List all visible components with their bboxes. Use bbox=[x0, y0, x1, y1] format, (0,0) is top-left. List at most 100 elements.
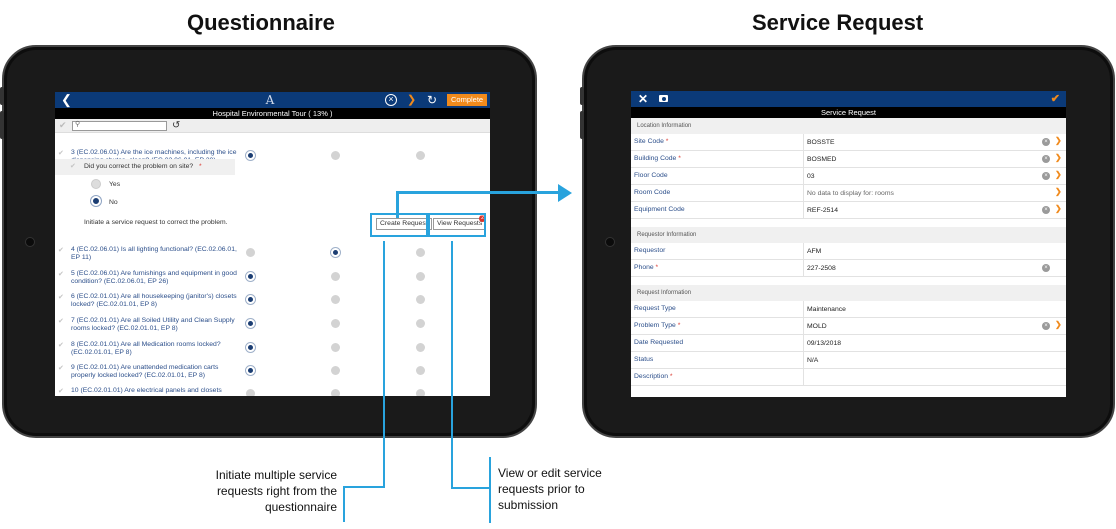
question-text: 10 (EC.02.01.01) Are electrical panels a… bbox=[71, 387, 222, 394]
form-field[interactable]: Problem Type *MOLD×❯ bbox=[631, 318, 1066, 335]
chevron-right-icon[interactable]: ❯ bbox=[1055, 187, 1062, 196]
field-label-text: Equipment Code bbox=[634, 206, 685, 213]
field-label: Floor Code bbox=[634, 172, 668, 179]
field-divider bbox=[803, 301, 804, 318]
radio-yes[interactable] bbox=[91, 179, 101, 189]
clear-icon[interactable]: × bbox=[1042, 322, 1050, 330]
form-field[interactable]: Description * bbox=[631, 369, 1066, 386]
field-value[interactable]: MOLD bbox=[807, 323, 827, 330]
clear-icon[interactable]: × bbox=[1042, 172, 1050, 180]
answer-radio[interactable] bbox=[331, 295, 340, 304]
chevron-down-icon[interactable]: ❯ bbox=[407, 94, 417, 106]
answer-radio[interactable] bbox=[331, 389, 340, 396]
radio-no[interactable] bbox=[91, 196, 101, 206]
form-field[interactable]: Floor Code 03 × ❯ bbox=[631, 168, 1066, 185]
camera-dot bbox=[25, 237, 35, 247]
field-label: Phone * bbox=[634, 264, 658, 271]
field-value[interactable]: BOSMED bbox=[807, 156, 837, 163]
connector-line bbox=[451, 487, 491, 489]
field-value[interactable]: No data to display for: rooms bbox=[807, 190, 894, 197]
form-field[interactable]: Site Code *BOSSTE×❯ bbox=[631, 134, 1066, 151]
form-field[interactable]: Building Code *BOSMED×❯ bbox=[631, 151, 1066, 168]
history-icon[interactable]: ↺ bbox=[172, 120, 181, 131]
answer-radio[interactable] bbox=[246, 295, 255, 304]
section-title: Requestor Information bbox=[637, 232, 697, 238]
answer-radio[interactable] bbox=[246, 366, 255, 375]
section-title: Request Information bbox=[637, 290, 692, 296]
field-value[interactable]: N/A bbox=[807, 357, 819, 364]
question-row: ✔5 (EC.02.06.01) Are furnishings and equ… bbox=[55, 269, 490, 291]
answer-radio[interactable] bbox=[331, 248, 340, 257]
refresh-icon[interactable]: ↻ bbox=[427, 93, 438, 107]
chevron-right-icon[interactable]: ❯ bbox=[1055, 320, 1062, 329]
clear-icon[interactable]: × bbox=[1042, 264, 1050, 272]
chevron-right-icon[interactable]: ❯ bbox=[1055, 136, 1062, 145]
answer-radio[interactable] bbox=[246, 389, 255, 396]
clear-icon[interactable]: × bbox=[1042, 138, 1050, 146]
answer-radio[interactable] bbox=[416, 343, 425, 352]
chevron-right-icon[interactable]: ❯ bbox=[1055, 170, 1062, 179]
answer-radio[interactable] bbox=[416, 366, 425, 375]
field-divider bbox=[803, 185, 804, 202]
checkmark-icon[interactable]: ✔ bbox=[1050, 93, 1060, 105]
connector-line bbox=[343, 486, 385, 488]
create-request-button[interactable]: Create Request bbox=[376, 218, 432, 230]
section-header: Location Information bbox=[631, 118, 1066, 134]
answer-radio[interactable] bbox=[416, 151, 425, 160]
complete-button[interactable]: Complete bbox=[447, 94, 488, 106]
answer-radio[interactable] bbox=[416, 389, 425, 396]
followup-question-row: ✔ Did you correct the problem on site? * bbox=[55, 159, 235, 175]
answer-radio[interactable] bbox=[246, 343, 255, 352]
answer-radio[interactable] bbox=[246, 319, 255, 328]
view-requests-highlight bbox=[428, 213, 486, 237]
back-icon[interactable]: ❮ bbox=[61, 92, 72, 107]
answer-radio[interactable] bbox=[246, 248, 255, 257]
field-label-text: Request Type bbox=[634, 305, 676, 312]
option-yes-label: Yes bbox=[109, 181, 121, 188]
requests-count-badge: 2 bbox=[479, 215, 486, 222]
answer-radio[interactable] bbox=[416, 295, 425, 304]
chevron-right-icon[interactable]: ❯ bbox=[1055, 153, 1062, 162]
tablet-right: ✕ ✔ Service Request Location Information… bbox=[580, 45, 1115, 438]
clear-icon[interactable]: × bbox=[1042, 155, 1050, 163]
questionnaire-screen: ❮ A × ❯ ↻ Complete Hospital Environmenta… bbox=[55, 92, 490, 396]
check-icon: ✔ bbox=[58, 388, 64, 395]
form-field[interactable]: Request Type Maintenance bbox=[631, 301, 1066, 318]
field-value[interactable]: BOSSTE bbox=[807, 139, 835, 146]
field-value[interactable]: 03 bbox=[807, 173, 815, 180]
field-value[interactable]: AFM bbox=[807, 248, 822, 255]
form-field[interactable]: Phone * 227-2508 × bbox=[631, 260, 1066, 277]
field-value[interactable]: 09/13/2018 bbox=[807, 340, 842, 347]
answer-radio[interactable] bbox=[331, 272, 340, 281]
chevron-right-icon[interactable]: ❯ bbox=[1055, 204, 1062, 213]
answer-radio[interactable] bbox=[331, 366, 340, 375]
answer-radio[interactable] bbox=[416, 272, 425, 281]
side-button bbox=[0, 87, 4, 105]
form-field[interactable]: Equipment Code REF-2514 × ❯ bbox=[631, 202, 1066, 219]
answer-radio[interactable] bbox=[246, 151, 255, 160]
field-label: Equipment Code bbox=[634, 206, 685, 213]
answer-radio[interactable] bbox=[331, 343, 340, 352]
field-label-text: Phone bbox=[634, 264, 654, 271]
answer-radio[interactable] bbox=[331, 319, 340, 328]
cancel-icon[interactable]: × bbox=[385, 94, 397, 106]
field-value[interactable]: Maintenance bbox=[807, 306, 846, 313]
answer-radio[interactable] bbox=[416, 319, 425, 328]
answer-radio[interactable] bbox=[331, 151, 340, 160]
answer-radio[interactable] bbox=[416, 248, 425, 257]
close-icon[interactable]: ✕ bbox=[638, 92, 649, 106]
search-input[interactable]: ⚲ bbox=[72, 121, 167, 131]
search-icon: ⚲ bbox=[75, 121, 81, 128]
clear-icon[interactable]: × bbox=[1042, 206, 1050, 214]
check-icon: ✔ bbox=[58, 150, 64, 157]
camera-icon[interactable] bbox=[659, 95, 668, 102]
field-value[interactable]: 227-2508 bbox=[807, 265, 836, 272]
answer-radio[interactable] bbox=[246, 272, 255, 281]
field-value[interactable]: REF-2514 bbox=[807, 207, 838, 214]
callout-create-requests: Initiate multiple service requests right… bbox=[215, 468, 337, 514]
field-divider bbox=[803, 202, 804, 219]
